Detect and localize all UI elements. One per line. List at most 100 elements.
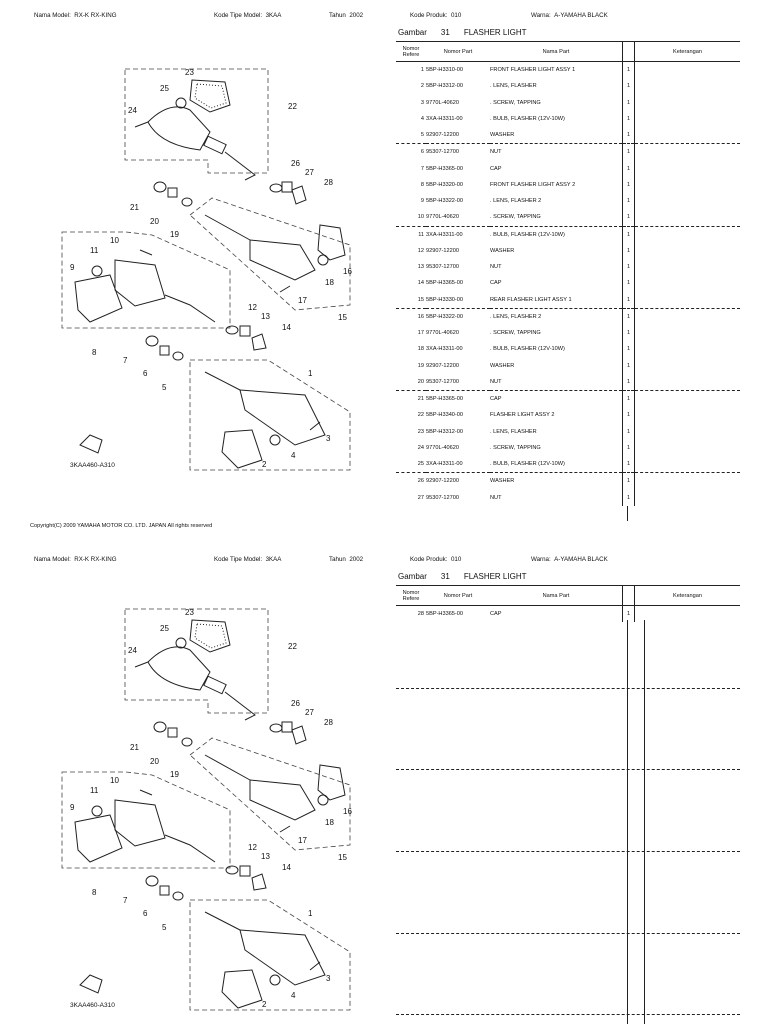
- bulb-part-4: [269, 434, 281, 446]
- cap-part-14: [251, 333, 267, 351]
- row-quantity: 1: [622, 439, 635, 456]
- wire-lead: [204, 371, 241, 391]
- row-remarks: [634, 225, 740, 243]
- wire-lead: [204, 214, 251, 241]
- callout-7: 7: [123, 356, 128, 365]
- washer-part-19: [181, 737, 193, 747]
- row-part-name: WASHER: [490, 362, 515, 369]
- product-code: Kode Produk: 010: [410, 556, 462, 563]
- row-part-name: . SCREW, TAPPING: [490, 444, 541, 451]
- row-part-name: CAP: [490, 165, 502, 172]
- row-part-name: REAR FLASHER LIGHT ASSY 1: [490, 296, 572, 303]
- callout-11: 11: [90, 786, 99, 795]
- row-remarks: [635, 259, 741, 275]
- row-remarks: [634, 307, 740, 325]
- row-part-name: NUT: [490, 378, 502, 385]
- callout-17: 17: [298, 836, 307, 845]
- row-ref-number: 15: [417, 296, 424, 303]
- row-ref-number: 1: [420, 67, 424, 74]
- lens-part-16: [317, 764, 346, 801]
- callout-6: 6: [143, 369, 148, 378]
- callout-20: 20: [150, 757, 159, 766]
- row-part-number: 5BP-H3310-00: [426, 67, 464, 74]
- callout-3: 3: [326, 974, 331, 983]
- row-ref-number: 25: [417, 461, 424, 468]
- row-ref-number: 14: [417, 280, 424, 287]
- nut-part-20: [167, 727, 178, 738]
- row-part-number: 5BP-H3322-00: [426, 307, 490, 325]
- row-ref-number: 7: [420, 165, 424, 172]
- row-remarks: [635, 440, 741, 456]
- lens-part-2: [221, 429, 263, 469]
- color-code: Warna: A-YAMAHA BLACK: [531, 12, 608, 19]
- row-part-number: 5BP-H3365-00: [426, 611, 464, 618]
- callout-23: 23: [185, 608, 194, 617]
- exploded-diagram-1: 1234567891011121314151617181920212223242…: [61, 68, 352, 471]
- row-part-name: FRONT FLASHER LIGHT ASSY 2: [490, 181, 576, 188]
- model-name: Nama Model: RX-K RX-KING: [34, 556, 117, 563]
- bulb-part-11: [91, 805, 103, 817]
- callout-1: 1: [308, 909, 313, 918]
- model-name: Nama Model: RX-K RX-KING: [34, 12, 117, 19]
- row-part-number: 92907-12200: [426, 362, 459, 369]
- row-part-number: 3XA-H3311-00: [426, 346, 463, 353]
- row-ref-number: 26: [396, 472, 426, 490]
- callout-23: 23: [185, 68, 194, 77]
- col-ref-line2: Refere: [402, 51, 420, 58]
- row-ref-number: 19: [417, 362, 424, 369]
- row-part-name: NUT: [490, 143, 623, 161]
- row-part-number: 9770L-40620: [426, 444, 459, 451]
- row-remarks: [635, 325, 741, 341]
- housing-part-8: [114, 799, 166, 847]
- row-ref-number: 11: [396, 225, 426, 243]
- group-box-15: [189, 197, 351, 311]
- lens-texture: [194, 623, 227, 649]
- row-part-number: 5BP-H3365-00: [426, 280, 464, 287]
- cap-part-28: [291, 185, 307, 205]
- bulb-part-4: [269, 974, 281, 986]
- row-quantity: 1: [622, 423, 635, 440]
- stem-part: [203, 675, 227, 695]
- row-quantity: 1: [622, 456, 635, 473]
- row-remarks: [635, 606, 741, 623]
- housing-part-22: [147, 106, 211, 151]
- row-quantity: 1: [622, 259, 635, 276]
- row-quantity: 1: [622, 225, 635, 243]
- row-remarks: [635, 292, 741, 309]
- col-part-number: Nomor Part: [426, 585, 490, 606]
- group-box-8: [61, 231, 231, 329]
- row-ref-number: 16: [396, 307, 426, 325]
- row-part-name: . LENS, FLASHER 2: [490, 307, 623, 325]
- nut-part-20: [167, 187, 178, 198]
- qty-column-rule: [627, 620, 628, 1024]
- product-code: Kode Produk: 010: [410, 12, 462, 19]
- housing-part-8: [114, 259, 166, 307]
- callout-22: 22: [288, 102, 297, 111]
- group-separator: [396, 933, 740, 934]
- row-remarks: [635, 341, 741, 357]
- callout-28: 28: [324, 178, 333, 187]
- row-ref-number: 3: [420, 99, 424, 106]
- row-ref-number: 23: [417, 428, 424, 435]
- col-qty: [622, 41, 635, 62]
- lens-part-9: [74, 274, 123, 323]
- row-remarks: [634, 472, 740, 490]
- row-part-name: WASHER: [490, 132, 515, 139]
- row-part-number: 95307-12700: [426, 264, 459, 271]
- screw-part-24: [134, 661, 149, 668]
- diagram-code: 3KAA460-A310: [70, 1002, 115, 1009]
- row-remarks: [635, 161, 741, 177]
- row-remarks: [635, 62, 741, 79]
- col-remarks: Keterangan: [634, 585, 740, 606]
- row-quantity: 1: [622, 176, 635, 193]
- callout-15: 15: [338, 853, 347, 862]
